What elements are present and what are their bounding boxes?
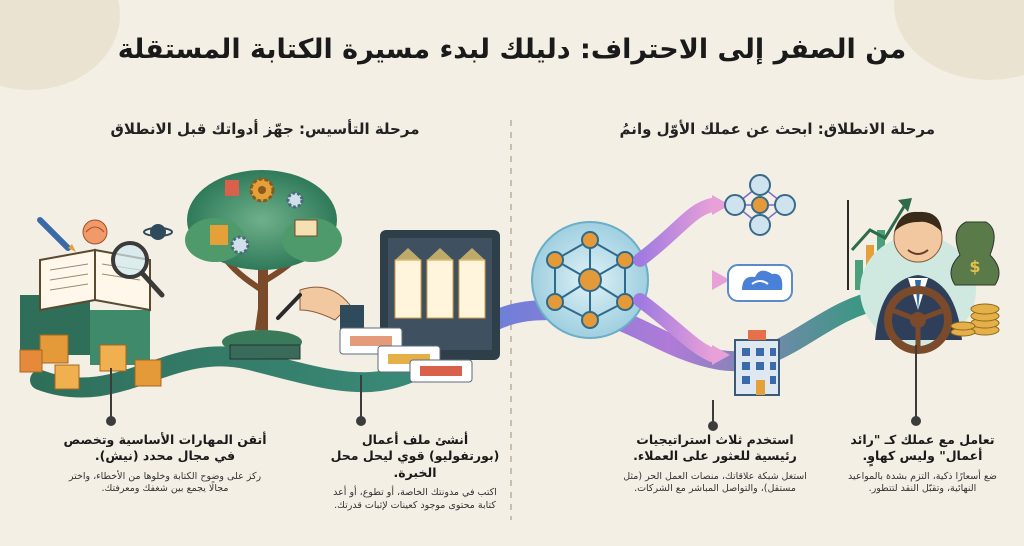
svg-text:$: $ bbox=[969, 257, 980, 276]
step-clients: استخدم ثلاث استراتيجيات رئيسية للعثور عل… bbox=[620, 432, 810, 496]
step-entrepreneur: تعامل مع عملك كـ "رائد أعمال" وليس كهاوٍ… bbox=[835, 432, 1010, 496]
step-portfolio: أنشئ ملف أعمال (بورتفوليو) قوي ليحل محل … bbox=[330, 432, 500, 512]
step-heading: استخدم ثلاث استراتيجيات رئيسية للعثور عل… bbox=[633, 432, 797, 464]
step-body: ركز على وضوح الكتابة وخلوها من الأخطاء، … bbox=[68, 470, 262, 495]
planet-icon bbox=[143, 224, 173, 240]
portfolio-screen-icon bbox=[380, 230, 500, 360]
step-pin bbox=[708, 400, 718, 431]
step-heading: تعامل مع عملك كـ "رائد أعمال" وليس كهاوٍ… bbox=[850, 432, 995, 464]
cloud-platform-icon bbox=[727, 264, 793, 302]
sample-cards-icon bbox=[339, 327, 473, 383]
writing-hand-icon bbox=[276, 286, 364, 329]
step-body: استغل شبكة علاقاتك، منصات العمل الحر (مث… bbox=[623, 470, 807, 495]
step-pin bbox=[911, 345, 921, 426]
pen-icon bbox=[37, 217, 76, 252]
step-pin bbox=[106, 368, 116, 426]
step-skills: أتقن المهارات الأساسية وتخصص في مجال محد… bbox=[60, 432, 270, 496]
phase-foundation-title: مرحلة التأسيس: جهّز أدواتك قبل الانطلاق bbox=[110, 120, 420, 138]
strategy-arrows bbox=[633, 198, 719, 362]
step-body: اكتب في مدونتك الخاصة، أو تطوع، أو أعد ك… bbox=[333, 486, 497, 511]
people-network-icon bbox=[724, 174, 796, 236]
brain-icon bbox=[82, 219, 108, 245]
steering-wheel-icon bbox=[884, 286, 952, 354]
arrow-heads bbox=[712, 195, 730, 365]
magnifier-icon bbox=[111, 241, 165, 298]
page-title: من الصفر إلى الاحتراف: دليلك لبدء مسيرة … bbox=[117, 34, 907, 65]
gear-icon bbox=[230, 177, 304, 255]
illustration: $ bbox=[19, 170, 1000, 398]
step-pin bbox=[356, 375, 366, 426]
step-body: ضع أسعارًا ذكية، التزم بشدة بالمواعيد ال… bbox=[848, 470, 997, 495]
book-stack-icon bbox=[222, 330, 302, 360]
office-building-icon bbox=[734, 330, 780, 396]
network-hub-icon bbox=[531, 221, 649, 339]
skill-blocks-icon bbox=[19, 295, 162, 390]
money-bag-icon: $ bbox=[950, 221, 1000, 286]
phase-launch-title: مرحلة الانطلاق: ابحث عن عملك الأوّل وانم… bbox=[619, 120, 935, 138]
step-heading: أنشئ ملف أعمال (بورتفوليو) قوي ليحل محل … bbox=[330, 432, 500, 480]
step-heading: أتقن المهارات الأساسية وتخصص في مجال محد… bbox=[63, 432, 267, 464]
coin-stack-icon bbox=[950, 303, 1000, 337]
